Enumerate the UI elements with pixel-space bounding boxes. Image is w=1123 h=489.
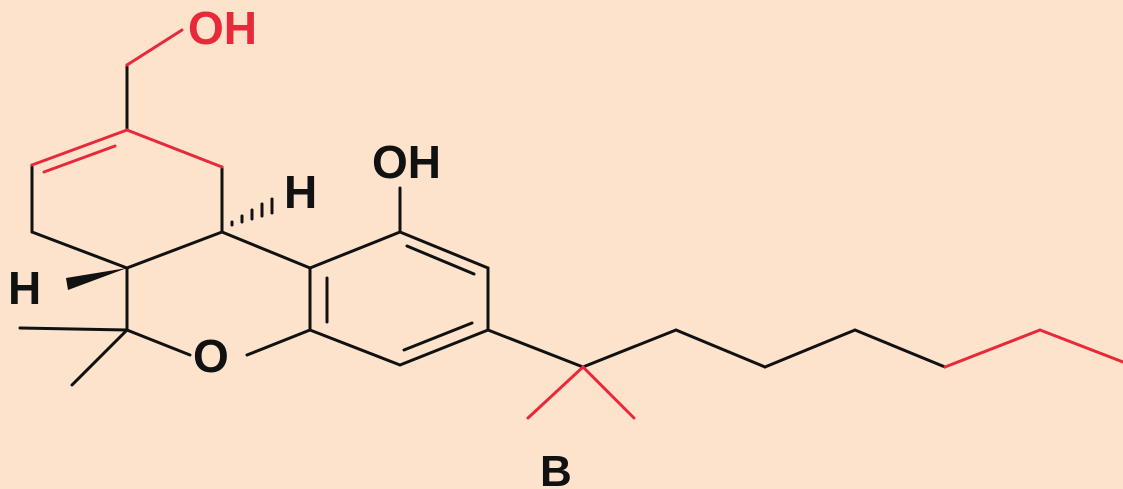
- bonds-red: [30, 28, 1123, 420]
- hash-bond: [230, 197, 274, 227]
- hydroxyl-top-label: OH: [188, 2, 257, 54]
- hydrogen-lower-label: H: [8, 262, 41, 314]
- hydrogen-upper-label: H: [284, 166, 317, 218]
- wedge-bond: [66, 268, 127, 290]
- bonds-black: [18, 63, 947, 387]
- figure-caption: B: [540, 447, 572, 489]
- ring-oxygen-label: O: [193, 330, 229, 382]
- hydroxyl-phenol-label: OH: [372, 136, 441, 188]
